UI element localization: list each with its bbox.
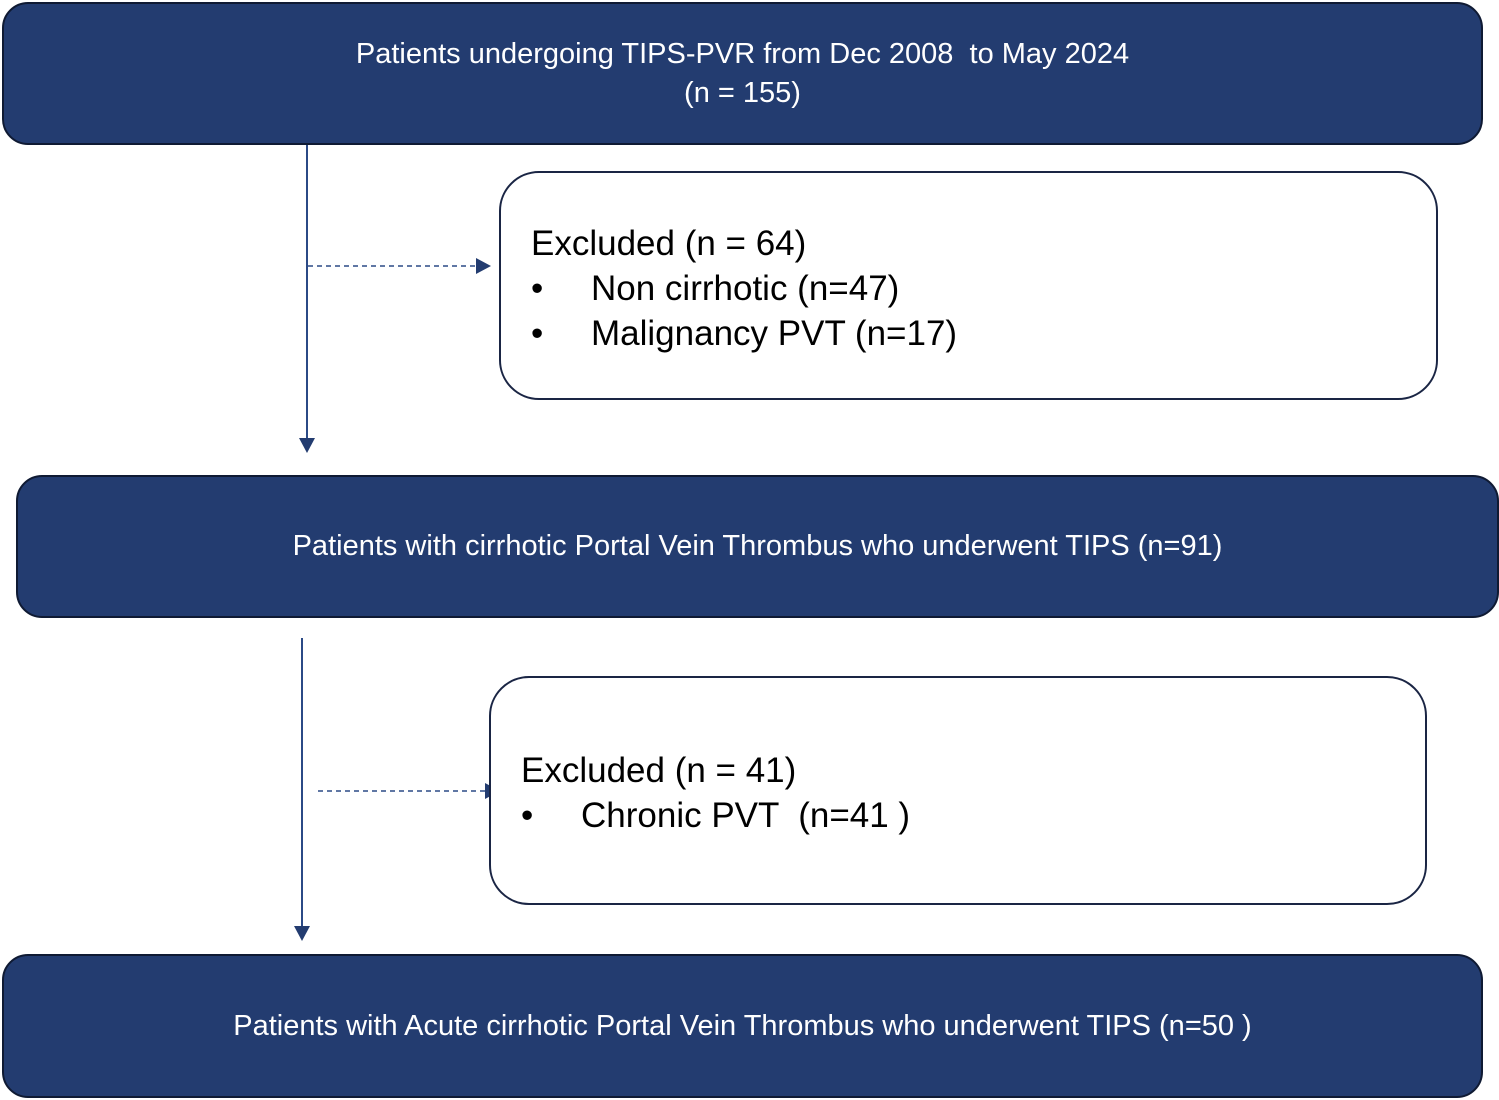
step2-box: Patients with cirrhotic Portal Vein Thro… xyxy=(16,475,1499,618)
exclusion1-item: • Non cirrhotic (n=47) xyxy=(531,266,957,311)
arrow-head-right-icon xyxy=(476,258,491,274)
exclusion1-box: Excluded (n = 64) • Non cirrhotic (n=47)… xyxy=(499,171,1438,400)
arrow-head-down-icon xyxy=(294,926,310,941)
step1-title: Patients undergoing TIPS-PVR from Dec 20… xyxy=(355,37,1130,70)
exclusion1-item: • Malignancy PVT (n=17) xyxy=(531,311,957,356)
bullet-icon: • xyxy=(531,269,544,308)
bullet-icon: • xyxy=(531,314,544,353)
step1-box: Patients undergoing TIPS-PVR from Dec 20… xyxy=(2,2,1483,145)
exclusion2-item: • Chronic PVT (n=41 ) xyxy=(521,793,910,838)
step3-label: Patients with Acute cirrhotic Portal Vei… xyxy=(233,1009,1252,1042)
step3-box: Patients with Acute cirrhotic Portal Vei… xyxy=(2,954,1483,1098)
exclusion1-item-label: Non cirrhotic (n=47) xyxy=(591,269,900,308)
exclusion2-box: Excluded (n = 41) • Chronic PVT (n=41 ) xyxy=(489,676,1427,905)
step1-count: (n = 155) xyxy=(684,76,801,109)
exclusion2-heading: Excluded (n = 41) xyxy=(521,751,797,790)
arrow-head-down-icon xyxy=(299,438,315,453)
bullet-icon: • xyxy=(521,796,534,835)
exclusion2-item-label: Chronic PVT (n=41 ) xyxy=(581,796,911,835)
step2-label: Patients with cirrhotic Portal Vein Thro… xyxy=(292,530,1223,562)
exclusion1-heading: Excluded (n = 64) xyxy=(531,224,807,263)
exclusion1-item-label: Malignancy PVT (n=17) xyxy=(591,314,958,353)
